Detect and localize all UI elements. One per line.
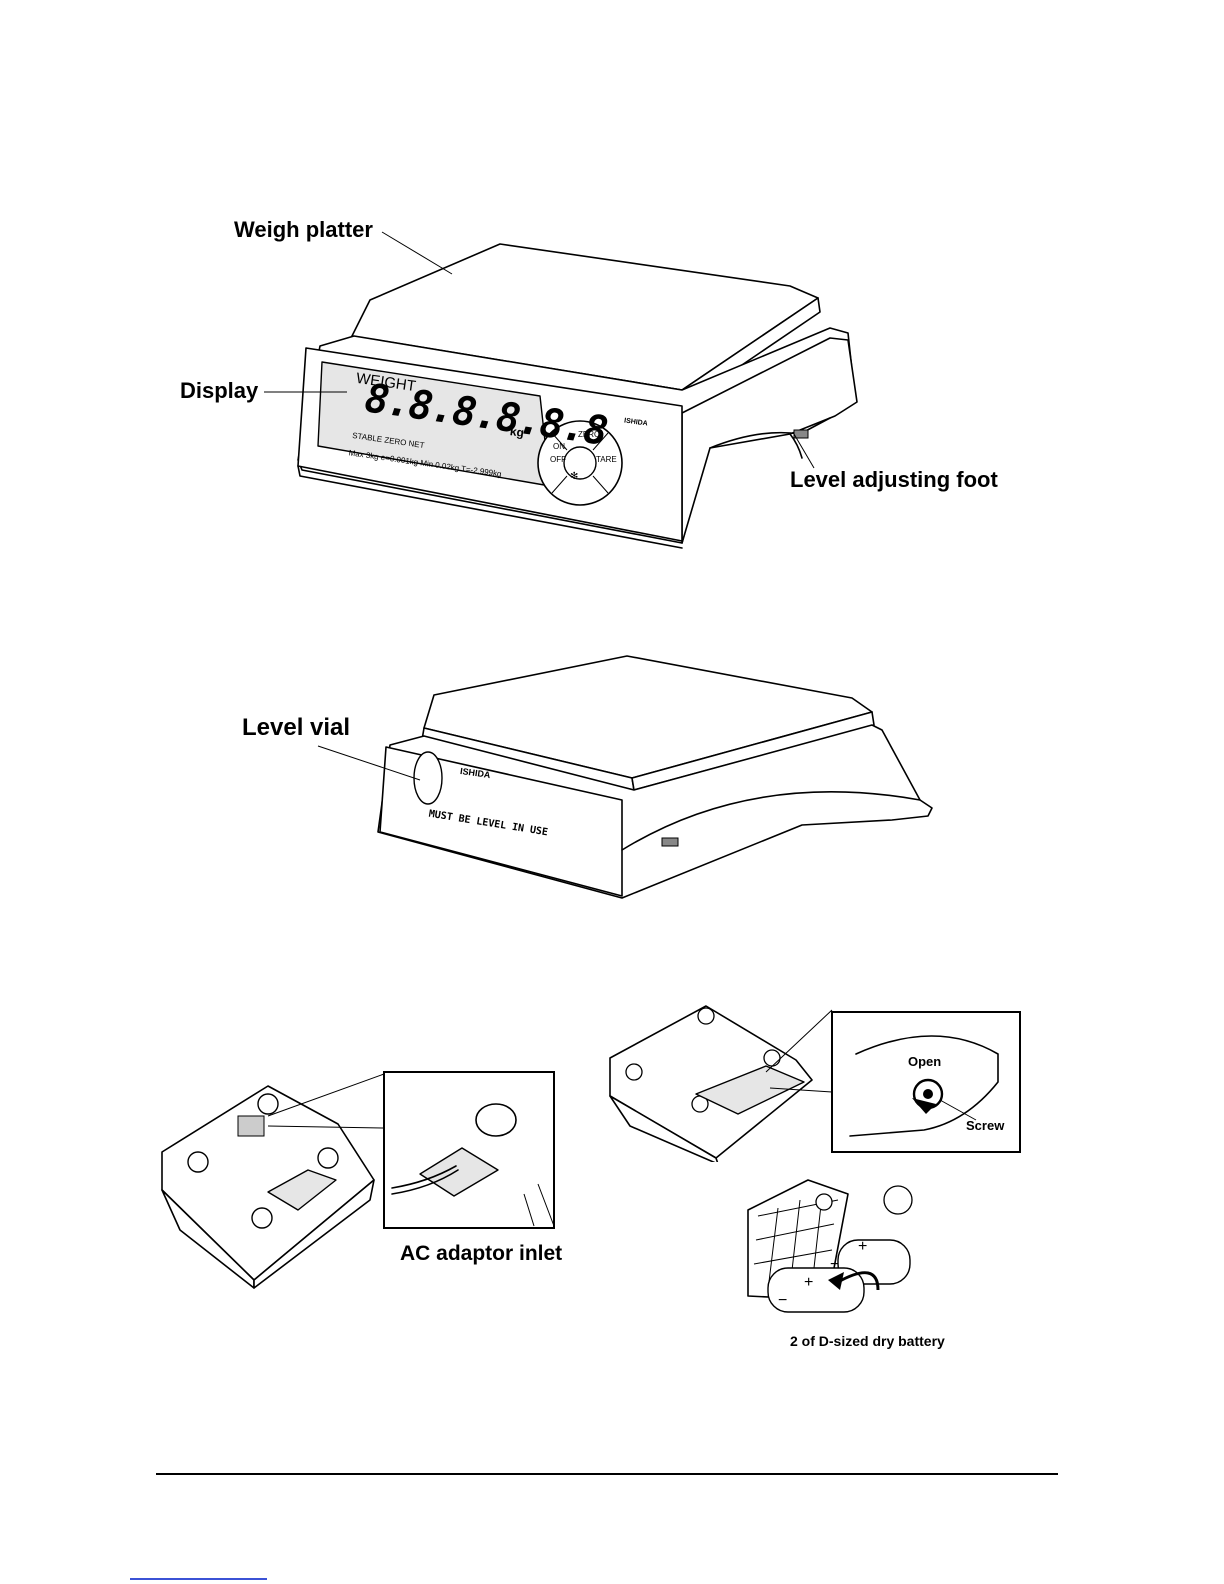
battery-cover-figure [606, 1002, 1024, 1162]
key-off-label: OFF [550, 455, 566, 464]
battery-plus-1: + [858, 1238, 867, 1256]
key-tare-label: TARE [596, 455, 617, 464]
key-on-label: ON [553, 442, 565, 451]
footer-rule [156, 1473, 1058, 1475]
key-zero-label: ZERO [578, 430, 600, 439]
weigh-platter-leader [380, 228, 460, 278]
battery-minus-2: − [778, 1292, 787, 1310]
level-foot-label: Level adjusting foot [790, 467, 998, 493]
footer-link-underline [130, 1578, 267, 1580]
ac-inlet-label: AC adaptor inlet [400, 1242, 562, 1266]
display-label: Display [180, 378, 258, 404]
scale-rear-figure [372, 650, 942, 900]
level-vial-leader [316, 744, 426, 784]
key-star-label: ✻ [570, 471, 578, 482]
battery-label: 2 of D-sized dry battery [790, 1333, 945, 1349]
display-unit: kg [509, 424, 525, 440]
battery-plus-2: + [804, 1274, 813, 1292]
level-vial-label: Level vial [242, 714, 350, 742]
battery-compartment-figure [728, 1170, 918, 1320]
screw-label: Screw [966, 1118, 1004, 1133]
battery-minus-1: − [830, 1256, 839, 1274]
level-foot-leader [790, 430, 820, 470]
display-leader [262, 388, 352, 398]
open-label: Open [908, 1054, 941, 1069]
weigh-platter-label: Weigh platter [234, 217, 373, 243]
